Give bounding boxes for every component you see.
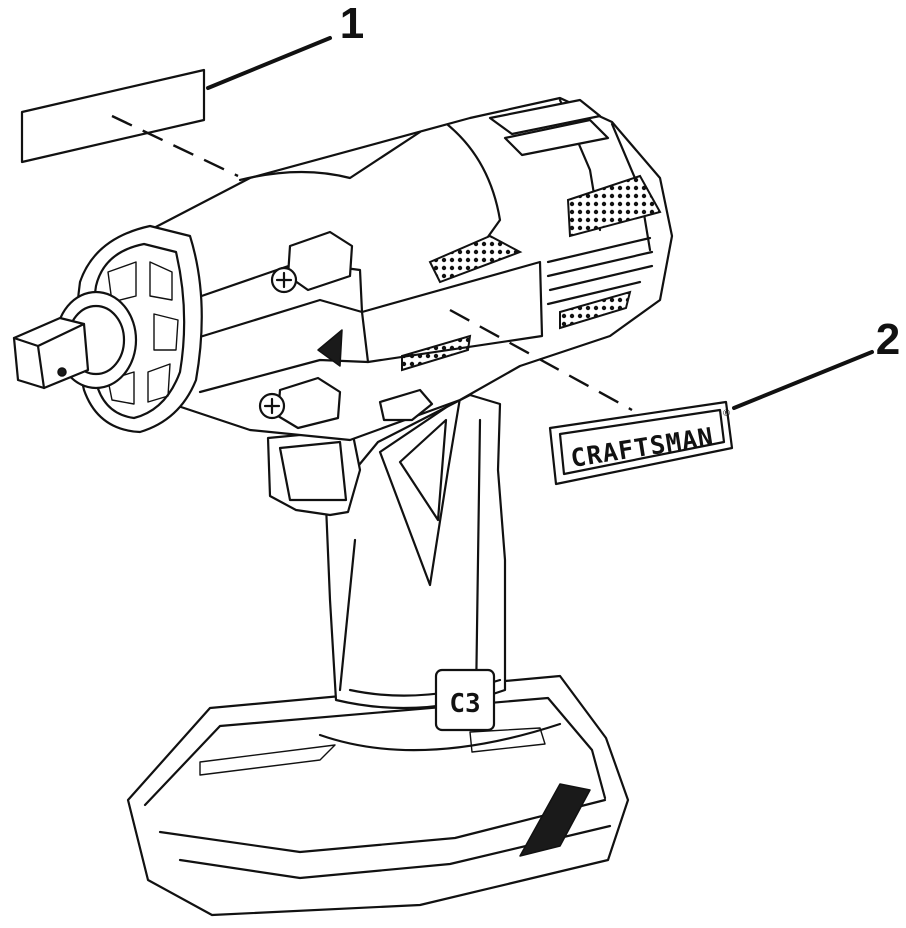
tool-body: C3 — [14, 98, 672, 915]
leader-line-2 — [734, 352, 872, 408]
leader-line-1 — [208, 38, 330, 88]
callout-number-1: 1 — [340, 0, 364, 48]
c3-logo-text: C3 — [449, 689, 480, 719]
badge-registered-mark: ® — [722, 409, 731, 419]
tool-base — [128, 676, 628, 915]
callout-number-2: 2 — [876, 315, 900, 364]
tool-housing — [130, 98, 672, 440]
craftsman-badge: CRAFTSMAN ® — [550, 402, 732, 484]
tool-handle — [268, 395, 505, 708]
c3-logo: C3 — [436, 670, 494, 730]
callout-1: 1 — [22, 0, 364, 176]
